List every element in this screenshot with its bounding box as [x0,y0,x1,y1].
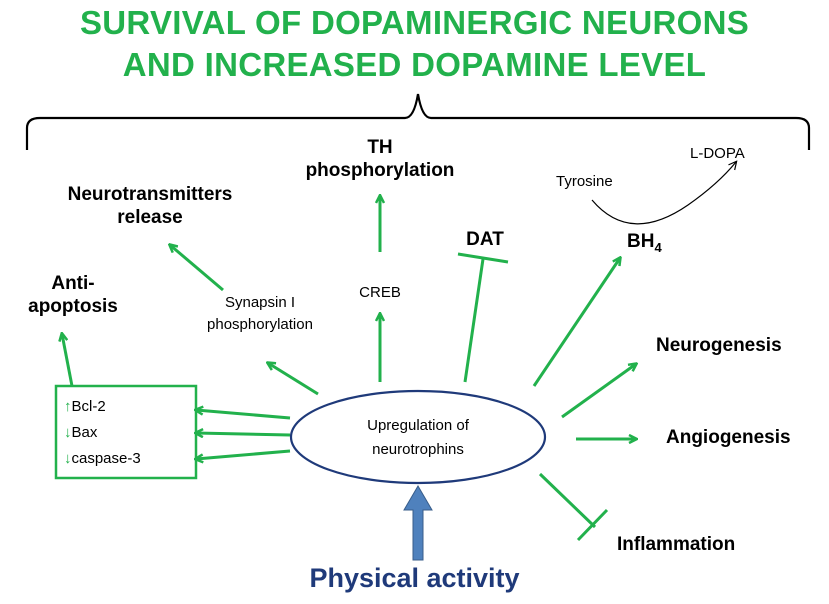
anti-apoptosis-line-2: apoptosis [28,296,118,317]
th-phosphorylation-label: TH phosphorylation [280,136,480,182]
synapsin-line-1: Synapsin I [224,294,296,311]
angiogenesis-label: Angiogenesis [666,427,791,448]
neurotrophins-label: Upregulation of neurotrophins [318,414,518,462]
curly-brace [25,93,811,150]
inhibit-inflammation-stem [538,472,597,529]
bh4-sub: 4 [654,239,662,255]
apoptosis-marker-box [54,384,198,480]
bax-label: Bax [71,424,98,441]
title-line-2: AND INCREASED DOPAMINE LEVEL [122,46,707,83]
title-line-1: SURVIVAL OF DOPAMINERGIC NEURONS [79,4,750,41]
bax-item: ↓Bax [64,421,97,445]
arrow-to-neurogenesis [561,364,636,419]
caspase3-item: ↓caspase-3 [64,447,141,471]
arrow-to-caspase3 [196,449,291,459]
neurotrophins-line-1: Upregulation of [367,417,469,434]
inhibit-dat-bar [457,252,509,264]
synapsin-label: Synapsin I phosphorylation [170,292,350,336]
arrow-to-bh4 [532,258,620,387]
neurotransmitters-line-1: Neurotransmitters [67,184,233,205]
arrow-to-bcl2 [196,410,291,420]
ldopa-label: L-DOPA [690,145,745,162]
anti-apoptosis-label: Anti- apoptosis [0,272,146,318]
down-arrow-icon: ↓ [64,424,72,441]
up-arrow-icon: ↑ [64,398,72,415]
neurotrophins-line-2: neurotrophins [372,441,464,458]
bcl2-label: Bcl-2 [71,398,106,415]
arrow-to-anti-apoptosis [62,334,74,387]
bh4-main: BH [627,231,655,252]
arrow-to-neurotransmitters [170,245,224,292]
tyrosine-to-ldopa-arrow [591,162,736,225]
caspase3-label: caspase-3 [71,450,141,467]
physical-activity-label: Physical activity [309,563,520,593]
bh4-label: BH4 [627,230,662,259]
neurotransmitters-line-2: release [117,207,183,228]
synapsin-line-2: phosphorylation [207,316,313,333]
neurogenesis-label: Neurogenesis [656,335,782,356]
inhibit-inflammation-bar [576,508,609,542]
tyrosine-label: Tyrosine [556,173,613,190]
inflammation-label: Inflammation [617,534,736,555]
dat-label: DAT [466,229,504,250]
arrow-to-bax [196,433,291,435]
neurotransmitters-release-label: Neurotransmitters release [30,183,270,229]
th-line-1: TH [367,137,393,158]
anti-apoptosis-line-1: Anti- [51,273,95,294]
down-arrow-icon: ↓ [64,450,72,467]
inhibit-dat-stem [463,258,485,383]
bcl2-item: ↑Bcl-2 [64,395,106,419]
th-line-2: phosphorylation [305,160,455,181]
physical-activity-arrow [403,485,433,561]
creb-label: CREB [359,284,401,301]
arrow-to-synapsin [268,363,319,396]
neurotrophins-ellipse [289,389,547,485]
